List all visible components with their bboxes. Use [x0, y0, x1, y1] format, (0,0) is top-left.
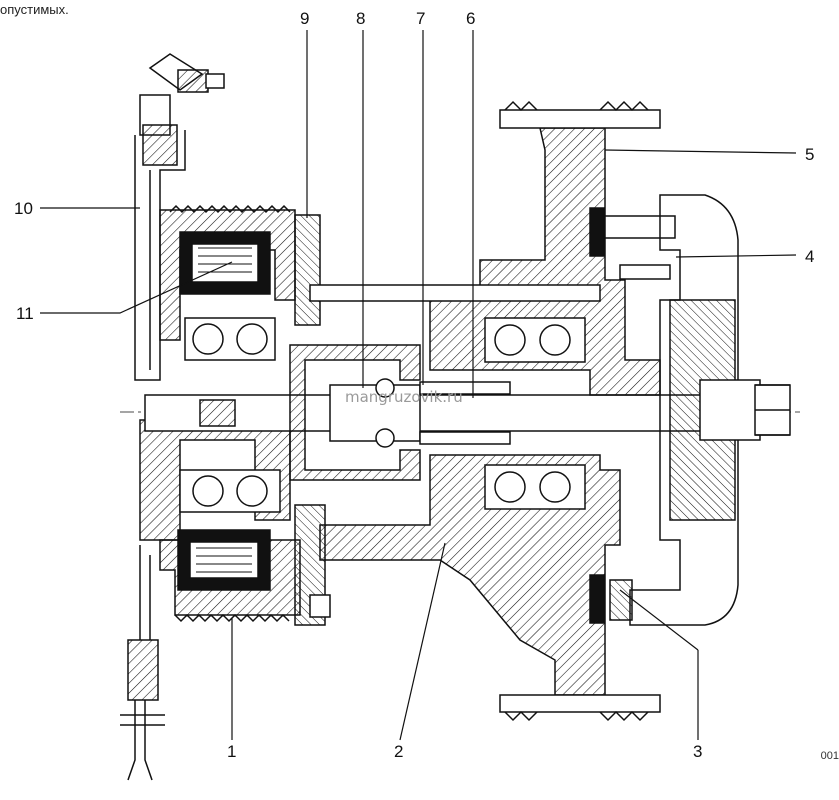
bolts: [309, 215, 676, 618]
callout-9: 9: [300, 9, 309, 28]
header-text-fragment: опустимых.: [0, 2, 69, 17]
right-cover: [629, 194, 791, 626]
coil-bottom: [177, 529, 271, 591]
image-code: 001: [820, 750, 839, 762]
callout-labels: 9 8 7 6 5 4 10 11 1 2 3: [14, 9, 814, 761]
inner-hub: [289, 344, 511, 481]
seals: [589, 207, 633, 624]
leader-lines: [40, 30, 797, 741]
callout-2: 2: [394, 742, 403, 761]
callout-6: 6: [466, 9, 475, 28]
callout-7: 7: [416, 9, 425, 28]
right-bearings: [484, 317, 586, 510]
callout-3: 3: [693, 742, 702, 761]
callout-1: 1: [227, 742, 236, 761]
callout-10: 10: [14, 199, 33, 218]
connector-bracket: [134, 53, 225, 381]
callout-11: 11: [16, 304, 34, 323]
callout-8: 8: [356, 9, 365, 28]
left-bearings: [179, 317, 281, 513]
watermark-text: mangruzovik.ru: [345, 388, 463, 406]
callout-5: 5: [805, 145, 814, 164]
wiring-harness: [120, 545, 165, 781]
callout-4: 4: [805, 247, 814, 266]
coil-top: [179, 231, 271, 295]
